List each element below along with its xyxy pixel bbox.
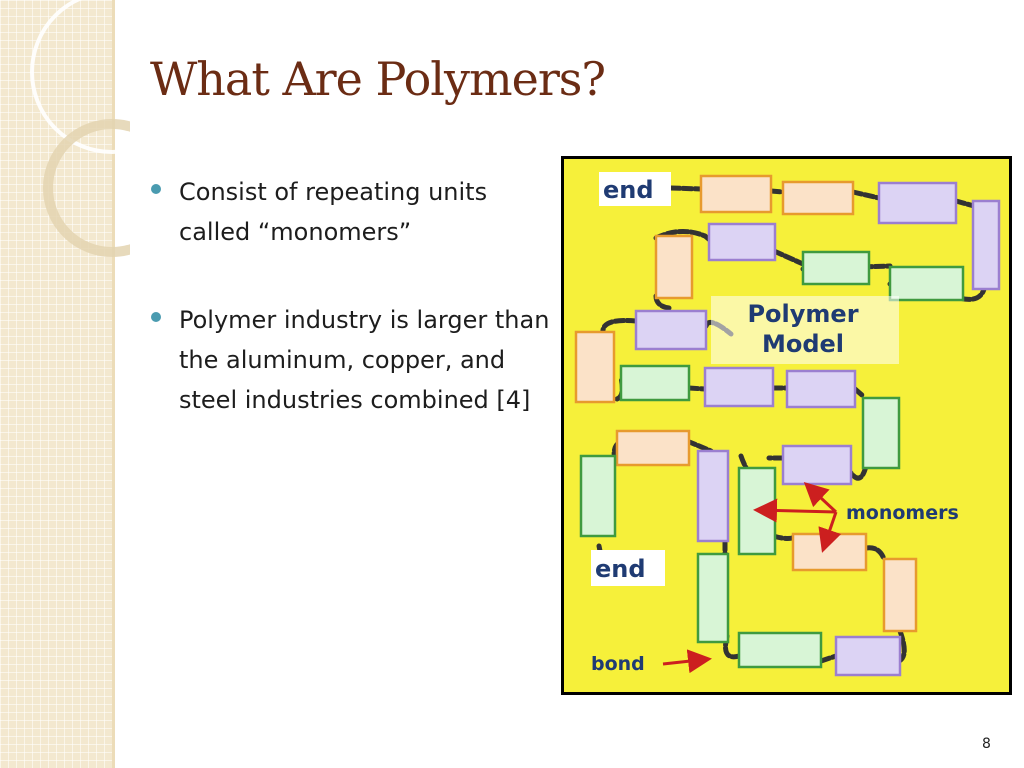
monomer-unit: [574, 330, 616, 404]
end-label-box: [599, 172, 671, 206]
monomers-label: monomers: [846, 502, 959, 524]
bullet-list: Consist of repeating units called “monom…: [150, 172, 550, 468]
end-label-bottom: end: [595, 555, 646, 583]
monomer-unit: [971, 199, 1001, 291]
monomer-unit: [703, 366, 775, 408]
monomer-unit: [791, 532, 868, 572]
diagram-background: [561, 156, 1012, 695]
model-title-line1: Polymer: [747, 300, 858, 328]
monomer-unit: [707, 222, 777, 262]
monomer-unit: [877, 181, 958, 225]
monomer-unit: [615, 429, 691, 467]
monomer-unit: [699, 174, 773, 214]
bullet-text: Polymer industry is larger than the alum…: [179, 306, 550, 414]
monomer-unit: [654, 234, 694, 300]
monomer-unit: [619, 364, 691, 402]
page-number: 8: [982, 736, 991, 752]
monomer-unit: [834, 635, 902, 677]
polymer-model-diagram: end end Polymer Model monomers bond: [561, 156, 1012, 695]
monomer-unit: [882, 557, 918, 633]
side-band-edge: [112, 0, 115, 768]
monomer-unit: [634, 309, 708, 351]
bullet-dot-icon: [151, 184, 161, 194]
monomer-unit: [861, 396, 901, 470]
monomer-unit: [737, 631, 823, 669]
bullet-dot-icon: [151, 312, 161, 322]
model-title-line2: Model: [762, 330, 844, 358]
slide-title: What Are Polymers?: [150, 52, 606, 106]
bond-arrow: [662, 649, 712, 674]
bullet-item: Consist of repeating units called “monom…: [150, 172, 550, 252]
monomer-arrows: [753, 481, 842, 553]
bullet-text: Consist of repeating units called “monom…: [179, 178, 488, 246]
monomer-unit: [801, 250, 871, 286]
bullet-item: Polymer industry is larger than the alum…: [150, 300, 550, 420]
monomer-unit: [781, 444, 853, 486]
end-label-box: [591, 550, 665, 586]
monomer-unit: [696, 449, 730, 543]
end-label-top: end: [603, 176, 654, 204]
monomer-unit: [579, 454, 617, 538]
monomer-unit: [696, 552, 730, 644]
monomer-unit: [888, 265, 965, 302]
bond-label: bond: [591, 653, 645, 675]
model-title-box: [711, 296, 899, 364]
monomer-unit: [785, 369, 857, 409]
decorative-circles: [30, 0, 130, 257]
monomer-unit: [781, 180, 855, 216]
